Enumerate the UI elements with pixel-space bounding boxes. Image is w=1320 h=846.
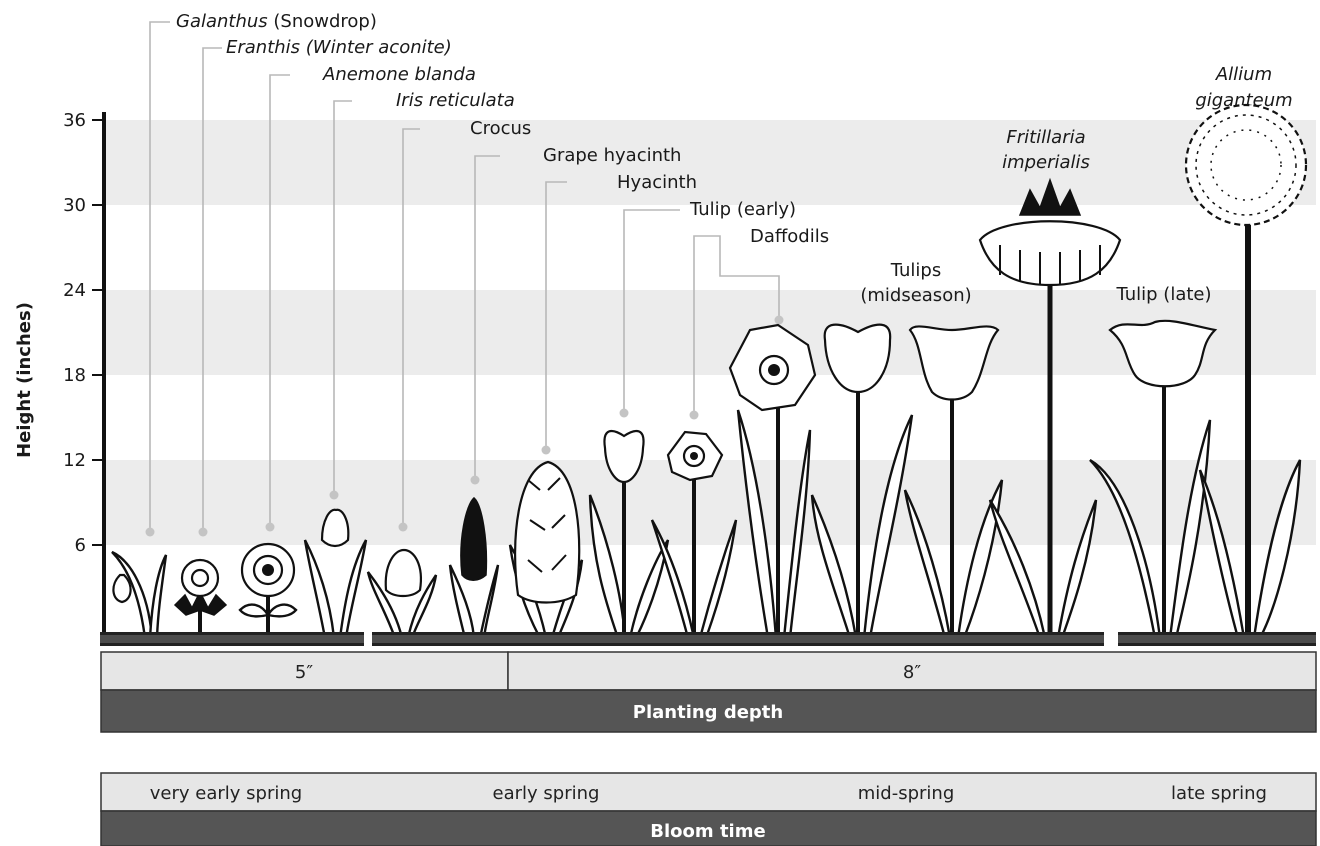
leader-galanthus — [150, 22, 170, 532]
label-tulips-mid-line2: (midseason) — [860, 285, 971, 306]
dot-grape-hyacinth — [471, 476, 480, 485]
plant-galanthus — [112, 552, 166, 638]
label-tulip-early: Tulip (early) — [689, 199, 796, 220]
label-iris: Iris reticulata — [396, 90, 515, 111]
planting-depth-bar: 5″ 8″ Planting depth — [101, 652, 1316, 732]
depth-title: Planting depth — [633, 702, 783, 723]
depth-label-8: 8″ — [903, 662, 921, 683]
bloom-time-bar: very early spring early spring mid-sprin… — [101, 773, 1316, 846]
label-grape-hyacinth: Grape hyacinth — [543, 145, 681, 166]
plant-crocus — [368, 550, 436, 638]
label-eranthis: Eranthis (Winter aconite) — [226, 37, 452, 58]
dot-hyacinth — [542, 446, 551, 455]
soil-texture-3 — [1118, 635, 1316, 643]
label-anemone: Anemone blanda — [322, 64, 476, 85]
label-crocus: Crocus — [470, 118, 531, 139]
label-galanthus-common: (Snowdrop) — [268, 11, 377, 32]
bloom-late: late spring — [1171, 783, 1267, 804]
depth-label-5: 5″ — [295, 662, 313, 683]
plant-anemone — [240, 544, 296, 638]
dot-crocus — [399, 523, 408, 532]
soil-line — [100, 632, 1316, 646]
soil-texture-2 — [372, 635, 1104, 643]
label-daffodils: Daffodils — [750, 226, 829, 247]
tick-label-30: 30 — [63, 195, 86, 216]
bloom-title: Bloom time — [650, 821, 765, 842]
y-axis: 36 30 24 18 12 6 Height (inches) — [14, 110, 104, 640]
label-fritillaria-line2: imperialis — [1002, 152, 1090, 173]
tick-label-12: 12 — [63, 450, 86, 471]
dot-tulip-early — [620, 409, 629, 418]
label-hyacinth: Hyacinth — [617, 172, 697, 193]
plant-fritillaria — [980, 180, 1120, 638]
dot-eranthis — [199, 528, 208, 537]
label-tulips-mid-line1: Tulips — [890, 260, 941, 281]
tick-label-6: 6 — [75, 535, 86, 556]
dot-daffodil-small — [690, 411, 699, 420]
label-allium-line1: Allium — [1215, 64, 1272, 85]
label-galanthus: Galanthus (Snowdrop) — [176, 11, 377, 32]
dot-anemone — [266, 523, 275, 532]
label-fritillaria-line1: Fritillaria — [1006, 127, 1085, 148]
bloom-early: early spring — [493, 783, 600, 804]
tick-label-24: 24 — [63, 280, 86, 301]
tick-label-18: 18 — [63, 365, 86, 386]
label-galanthus-genus: Galanthus — [176, 11, 268, 32]
y-axis-title: Height (inches) — [14, 302, 35, 458]
soil-texture-1 — [100, 635, 364, 643]
dot-daffodils — [775, 316, 784, 325]
bloom-mid: mid-spring — [858, 783, 955, 804]
dot-iris — [330, 491, 339, 500]
label-tulip-late: Tulip (late) — [1115, 284, 1211, 305]
plant-eranthis — [175, 560, 226, 638]
band-30-36 — [104, 120, 1316, 205]
dot-galanthus — [146, 528, 155, 537]
bloom-very-early: very early spring — [150, 783, 302, 804]
tick-label-36: 36 — [63, 110, 86, 131]
